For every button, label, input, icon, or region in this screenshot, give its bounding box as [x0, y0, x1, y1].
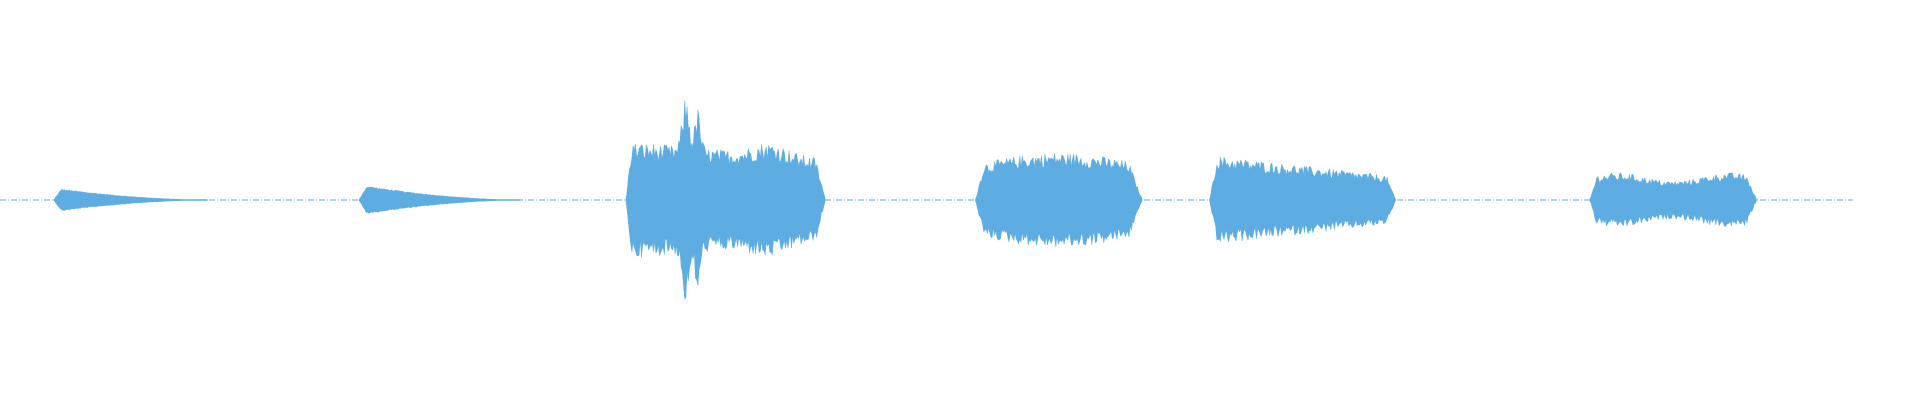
waveform-clip-3: [625, 100, 826, 301]
waveform-clip-5: [1209, 156, 1396, 243]
waveform-clip-6: [1589, 172, 1757, 228]
waveform-clip-1: [53, 189, 208, 211]
waveform-clip-4: [975, 153, 1143, 247]
waveform-clip-2: [358, 186, 521, 214]
waveform-segments: [53, 100, 1757, 301]
